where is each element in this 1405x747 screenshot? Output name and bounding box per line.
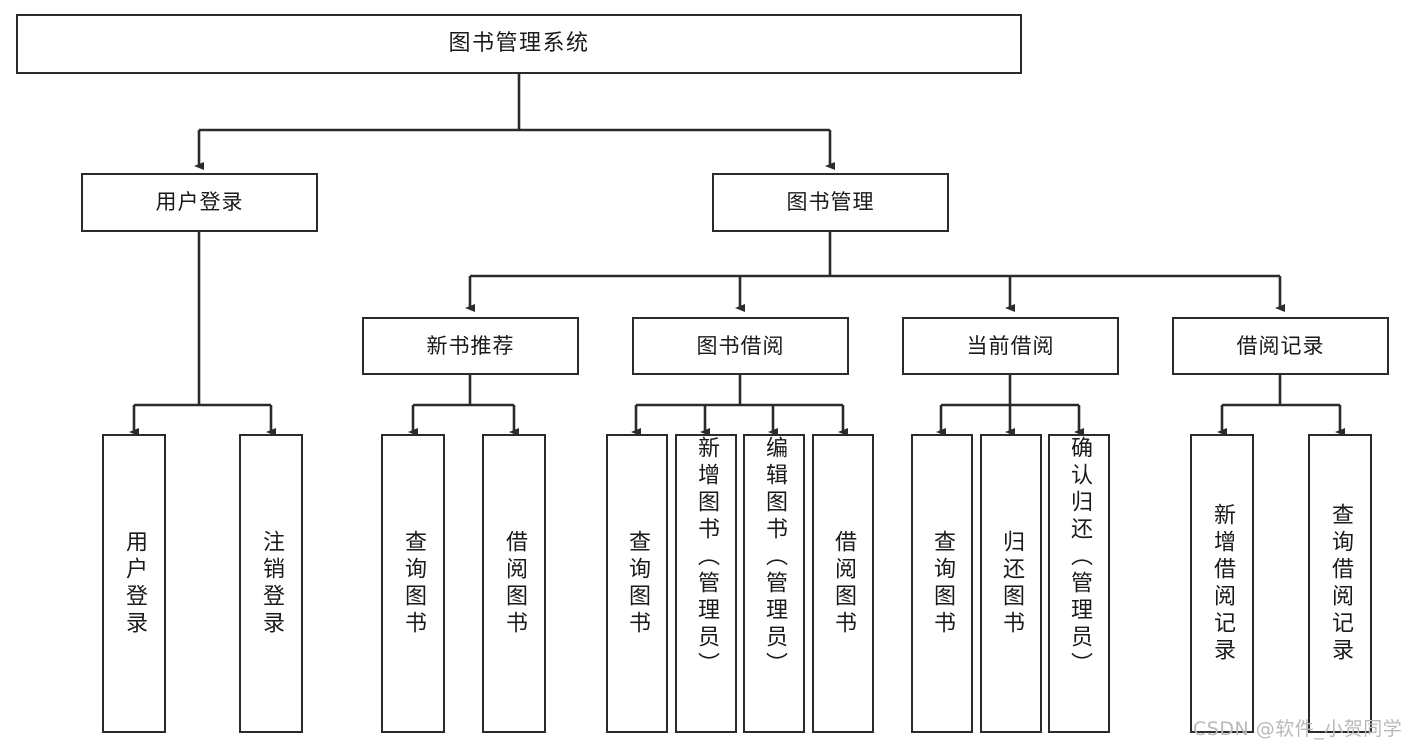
node-label: 归还图书 [999,529,1024,638]
node-root-system[interactable]: 图书管理系统 [16,14,1022,74]
node-current-borrow[interactable]: 当前借阅 [902,317,1119,375]
node-label: 查询图书 [625,529,650,638]
node-label: 借阅图书 [502,529,527,638]
node-label: 查询图书 [401,529,426,638]
node-label: 新增图书（管理员） [694,436,719,679]
node-book-borrow[interactable]: 图书借阅 [632,317,849,375]
node-borrow-record[interactable]: 借阅记录 [1172,317,1389,375]
node-leaf-confirm-return[interactable]: 确认归还（管理员） [1048,434,1110,733]
node-leaf-query-book-2[interactable]: 查询图书 [606,434,668,733]
node-label: 注销登录 [259,529,284,638]
node-book-manage[interactable]: 图书管理 [712,173,949,232]
node-new-book-recommend[interactable]: 新书推荐 [362,317,579,375]
node-label: 用户登录 [155,190,244,215]
node-user-login[interactable]: 用户登录 [81,173,318,232]
csdn-watermark: CSDN @软件_小贺同学 [1193,718,1403,740]
node-label: 图书管理 [786,190,875,215]
node-label: 编辑图书（管理员） [762,436,787,679]
node-leaf-add-record[interactable]: 新增借阅记录 [1190,434,1254,733]
node-label: 用户登录 [122,529,147,638]
node-leaf-query-book-3[interactable]: 查询图书 [911,434,973,733]
node-leaf-add-book[interactable]: 新增图书（管理员） [675,434,737,733]
node-leaf-return-book[interactable]: 归还图书 [980,434,1042,733]
node-leaf-user-login[interactable]: 用户登录 [102,434,166,733]
node-leaf-borrow-book-2[interactable]: 借阅图书 [812,434,874,733]
node-label: 查询图书 [930,529,955,638]
node-label: 借阅记录 [1236,333,1325,358]
node-leaf-query-record[interactable]: 查询借阅记录 [1308,434,1372,733]
node-leaf-edit-book[interactable]: 编辑图书（管理员） [743,434,805,733]
node-label: 新增借阅记录 [1210,502,1235,665]
node-label: 图书管理系统 [448,31,590,57]
node-label: 当前借阅 [966,333,1055,358]
node-label: 查询借阅记录 [1328,502,1353,665]
node-label: 新书推荐 [426,333,515,358]
node-label: 借阅图书 [831,529,856,638]
node-label: 图书借阅 [696,333,785,358]
node-leaf-borrow-book-1[interactable]: 借阅图书 [482,434,546,733]
node-leaf-logout-login[interactable]: 注销登录 [239,434,303,733]
node-label: 确认归还（管理员） [1067,436,1092,679]
node-leaf-query-book-1[interactable]: 查询图书 [381,434,445,733]
